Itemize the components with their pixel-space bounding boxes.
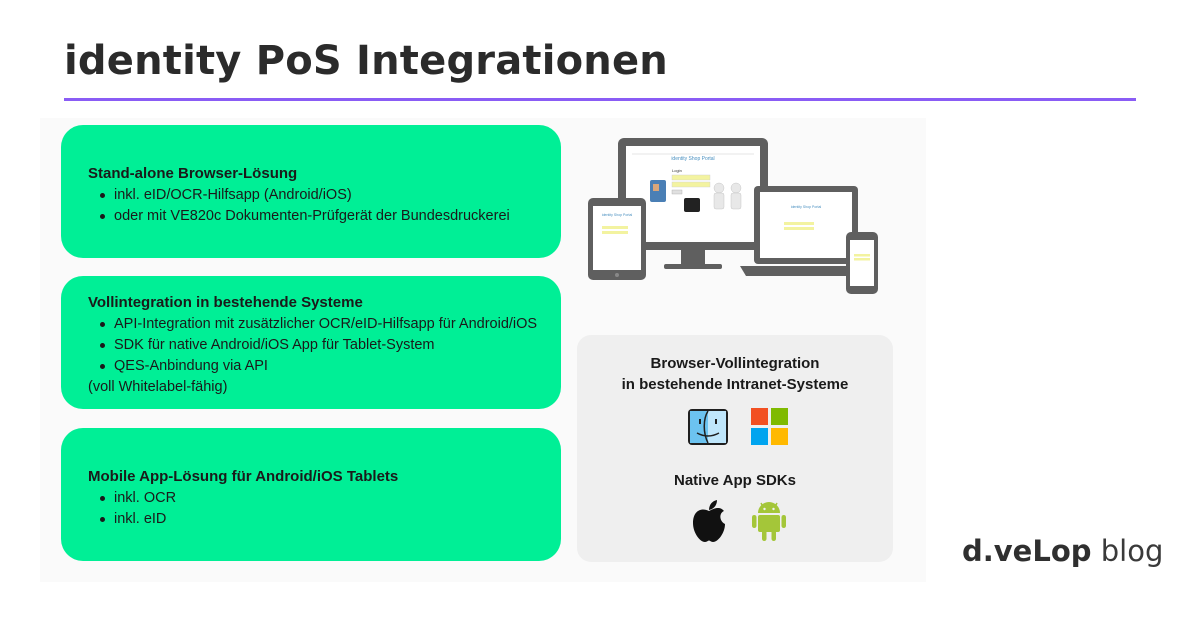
- laptop-icon: identity Shop Portal: [740, 186, 872, 276]
- bullet-list: inkl. eID/OCR-Hilfsapp (Android/iOS) ode…: [88, 185, 561, 227]
- android-icon: [752, 502, 786, 541]
- list-item: inkl. eID/OCR-Hilfsapp (Android/iOS): [88, 185, 561, 206]
- native-sdk-title: Native App SDKs: [674, 472, 796, 489]
- list-item-text: SDK für native Android/iOS App für Table…: [114, 337, 435, 353]
- windows-icon: [751, 408, 788, 445]
- card-standalone-browser: Stand-alone Browser-Lösung inkl. eID/OCR…: [61, 125, 561, 258]
- card-heading: Stand-alone Browser-Lösung: [88, 165, 298, 182]
- apple-icon: [693, 500, 725, 542]
- bullet-dot: [100, 496, 105, 501]
- bullet-dot: [100, 193, 105, 198]
- list-item: inkl. OCR: [88, 488, 561, 509]
- phone-icon: [846, 232, 878, 294]
- login-label: Login: [672, 168, 682, 173]
- screen-title: identity Shop Portal: [671, 156, 714, 162]
- bullet-dot: [100, 364, 105, 369]
- list-item-text: QES-Anbindung via API: [114, 358, 268, 374]
- card-heading: Mobile App-Lösung für Android/iOS Tablet…: [88, 468, 399, 485]
- browser-integration-subtitle: in bestehende Intranet-Systeme: [621, 376, 849, 393]
- list-item: inkl. eID: [88, 509, 561, 530]
- bullet-dot: [100, 214, 105, 219]
- list-item: QES-Anbindung via API: [88, 356, 561, 377]
- bullet-dot: [100, 322, 105, 327]
- card-mobile-app: Mobile App-Lösung für Android/iOS Tablet…: [61, 428, 561, 561]
- list-item-text: oder mit VE820c Dokumenten-Prüfgerät der…: [114, 208, 510, 224]
- title-divider: [64, 98, 1136, 101]
- browser-integration-title: Browser-Vollintegration: [650, 355, 820, 372]
- bullet-dot: [100, 343, 105, 348]
- list-item-text: inkl. eID/OCR-Hilfsapp (Android/iOS): [114, 187, 352, 203]
- list-item-text: inkl. eID: [114, 511, 167, 527]
- page-title: identity PoS Integrationen: [64, 38, 668, 84]
- bullet-dot: [100, 517, 105, 522]
- monitor-icon: identity Shop Portal Login: [618, 138, 768, 269]
- list-item: oder mit VE820c Dokumenten-Prüfgerät der…: [88, 206, 561, 227]
- list-item: SDK für native Android/iOS App für Table…: [88, 335, 561, 356]
- devices-illustration: identity Shop Portal Login identity Shop…: [588, 138, 878, 294]
- tablet-icon: identity Shop Portal: [588, 198, 646, 280]
- svg-text:identity Shop Portal: identity Shop Portal: [602, 213, 633, 217]
- bullet-list: inkl. OCR inkl. eID: [88, 488, 561, 530]
- bullet-list: API-Integration mit zusätzlicher OCR/eID…: [88, 314, 561, 377]
- list-item-text: API-Integration mit zusätzlicher OCR/eID…: [114, 316, 538, 332]
- card-heading: Vollintegration in bestehende Systeme: [88, 294, 363, 311]
- finder-icon: [688, 409, 728, 445]
- logo-wordmark: d.veLop: [962, 534, 1092, 568]
- list-item-text: inkl. OCR: [114, 490, 177, 506]
- dvelop-blog-logo[interactable]: d.veLop blog: [962, 534, 1163, 568]
- card-full-integration: Vollintegration in bestehende Systeme AP…: [61, 276, 561, 409]
- integration-box: Browser-Vollintegration in bestehende In…: [577, 335, 893, 562]
- card-note: (voll Whitelabel-fähig): [88, 379, 228, 395]
- list-item: API-Integration mit zusätzlicher OCR/eID…: [88, 314, 561, 335]
- svg-text:identity Shop Portal: identity Shop Portal: [791, 205, 822, 209]
- logo-blog-label: blog: [1091, 534, 1164, 568]
